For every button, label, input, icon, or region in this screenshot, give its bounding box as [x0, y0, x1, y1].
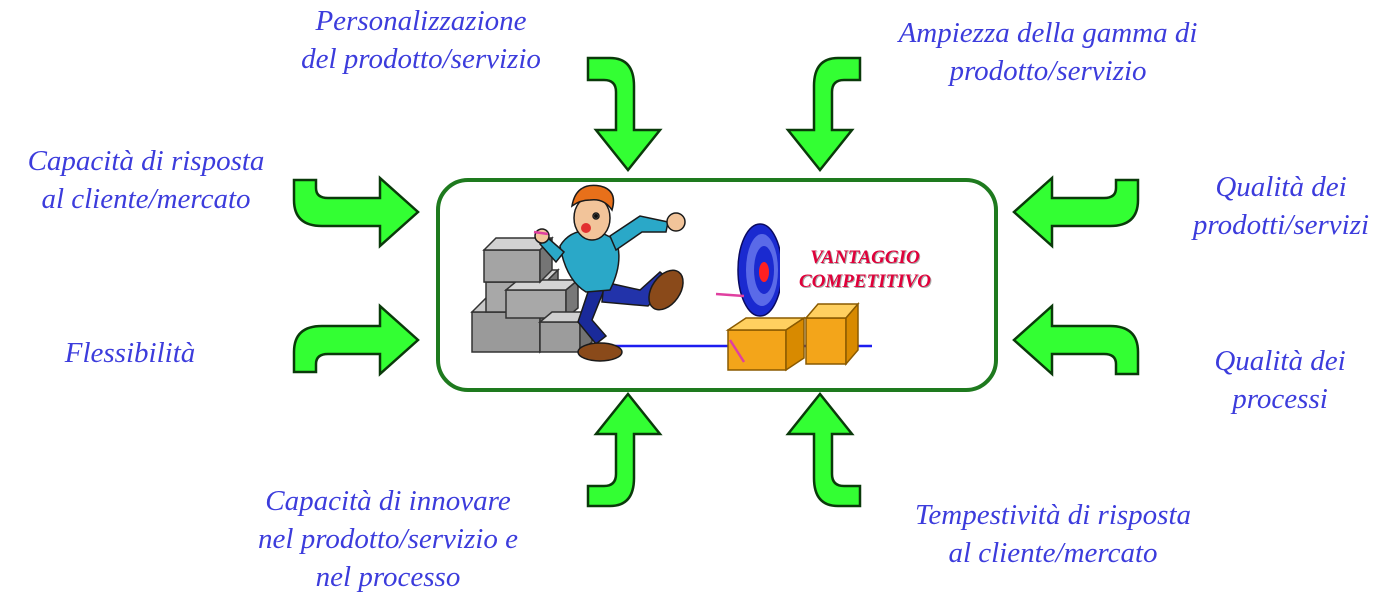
stone-blocks-icon	[470, 236, 595, 354]
label-line: Capacità di innovare	[265, 485, 511, 517]
worker-throwing-dart-icon	[533, 184, 686, 362]
arrow-capacita-innovare	[586, 391, 663, 508]
label-line: Tempestività di risposta	[914, 499, 1192, 531]
arrow-ampiezza	[785, 56, 862, 173]
arrow-flessibilita	[292, 303, 420, 377]
arrow-tempestivita	[785, 391, 862, 508]
label-personalizzazione: Personalizzazione del prodotto/servizio	[288, 2, 554, 78]
arrow-capacita-risposta	[292, 175, 420, 249]
label-line: Ampiezza della gamma di	[898, 17, 1198, 49]
label-ampiezza: Ampiezza della gamma di prodotto/servizi…	[880, 14, 1216, 90]
label-line: al cliente/mercato	[948, 537, 1158, 569]
label-flessibilita: Flessibilità	[40, 334, 220, 372]
center-title: VANTAGGIO COMPETITIVO	[780, 246, 950, 294]
label-line: nel processo	[315, 561, 461, 593]
arrow-personalizzazione	[586, 56, 663, 173]
label-line: Personalizzazione	[315, 5, 527, 37]
label-qualita-processi: Qualità dei processi	[1190, 342, 1370, 418]
label-line: prodotto/servizio	[949, 55, 1147, 87]
label-tempestivita: Tempestività di risposta al cliente/merc…	[892, 496, 1214, 572]
label-qualita-prodotti: Qualità dei prodotti/servizi	[1180, 168, 1382, 244]
label-line: nel prodotto/servizio e	[258, 523, 518, 555]
label-line: Capacità di risposta	[27, 145, 265, 177]
label-line: Flessibilità	[64, 337, 196, 369]
label-capacita-risposta: Capacità di risposta al cliente/mercato	[8, 142, 284, 218]
label-line: al cliente/mercato	[41, 183, 251, 215]
label-line: del prodotto/servizio	[301, 43, 541, 75]
arrow-qualita-prodotti	[1012, 175, 1140, 249]
center-title-line2: COMPETITIVO	[799, 271, 931, 292]
dartboard-icon	[715, 223, 783, 363]
label-capacita-innovare: Capacità di innovare nel prodotto/serviz…	[232, 482, 544, 596]
arrow-qualita-processi	[1012, 303, 1140, 377]
label-line: Qualità dei	[1215, 171, 1347, 203]
label-line: processi	[1232, 383, 1328, 415]
label-line: prodotti/servizi	[1192, 209, 1370, 241]
center-title-line1: VANTAGGIO	[810, 247, 920, 268]
label-line: Qualità dei	[1214, 345, 1346, 377]
